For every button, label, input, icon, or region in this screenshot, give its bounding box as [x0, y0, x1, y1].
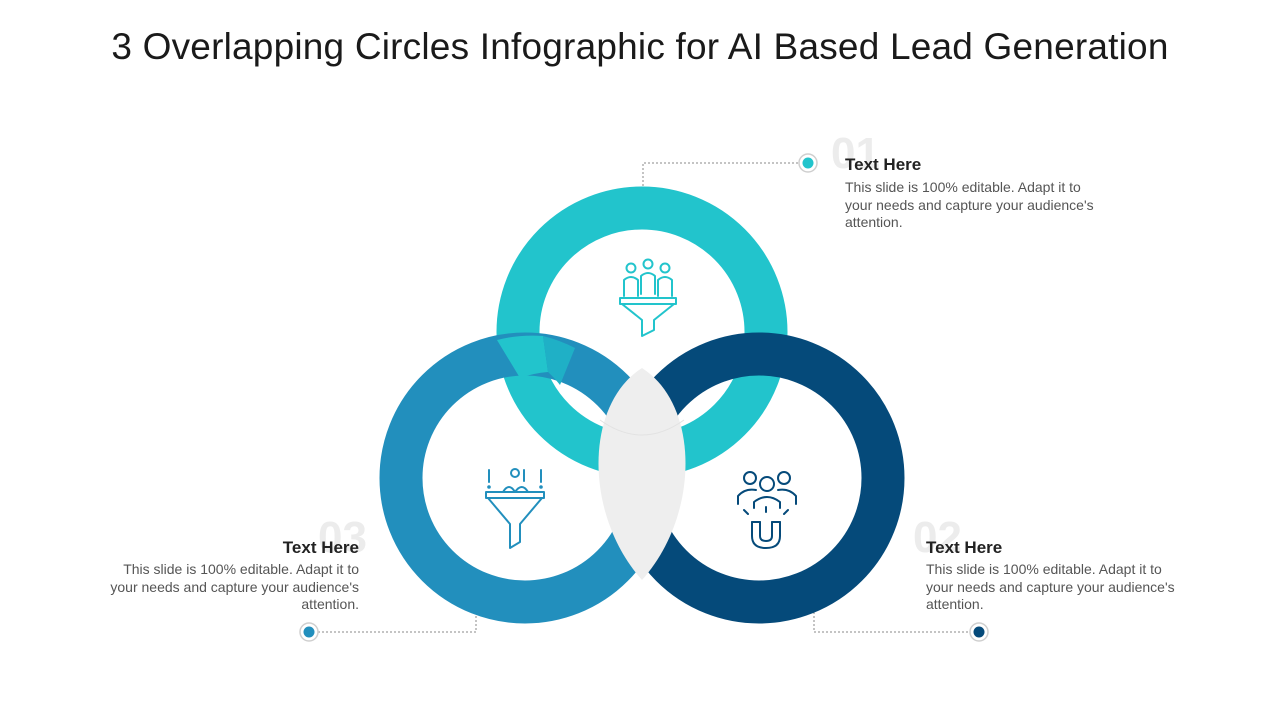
- item-heading-02: Text Here: [926, 538, 1003, 557]
- endpoint-dot-03: [299, 622, 319, 642]
- funnel-icon: [485, 468, 545, 549]
- item-heading-03: Text Here: [282, 538, 359, 557]
- item-number-03: 03: [318, 513, 367, 562]
- item-heading-01: Text Here: [845, 155, 922, 174]
- center-overlap-lens: [598, 368, 686, 580]
- connector-line-01: [642, 162, 806, 186]
- item-number-02: 02: [913, 513, 962, 562]
- connector-line-03: [310, 600, 477, 633]
- people-magnet-icon: [737, 471, 797, 549]
- item-number-01: 01: [831, 129, 880, 178]
- item-text-01: This slide is 100% editable. Adapt it to…: [845, 179, 1094, 230]
- center-overlap-line: [599, 419, 685, 436]
- page-title: 3 Overlapping Circles Infographic for AI…: [111, 26, 1169, 67]
- connector-line-02: [813, 600, 978, 633]
- endpoint-dot-02: [969, 622, 989, 642]
- item-text-02: This slide is 100% editable. Adapt it to…: [926, 561, 1175, 612]
- people-funnel-icon: [619, 258, 677, 337]
- ring-overlap-segment: [543, 336, 575, 385]
- item-text-03: This slide is 100% editable. Adapt it to…: [110, 561, 359, 612]
- endpoint-dot-01: [798, 153, 818, 173]
- ring-overlap-segment: [497, 335, 548, 378]
